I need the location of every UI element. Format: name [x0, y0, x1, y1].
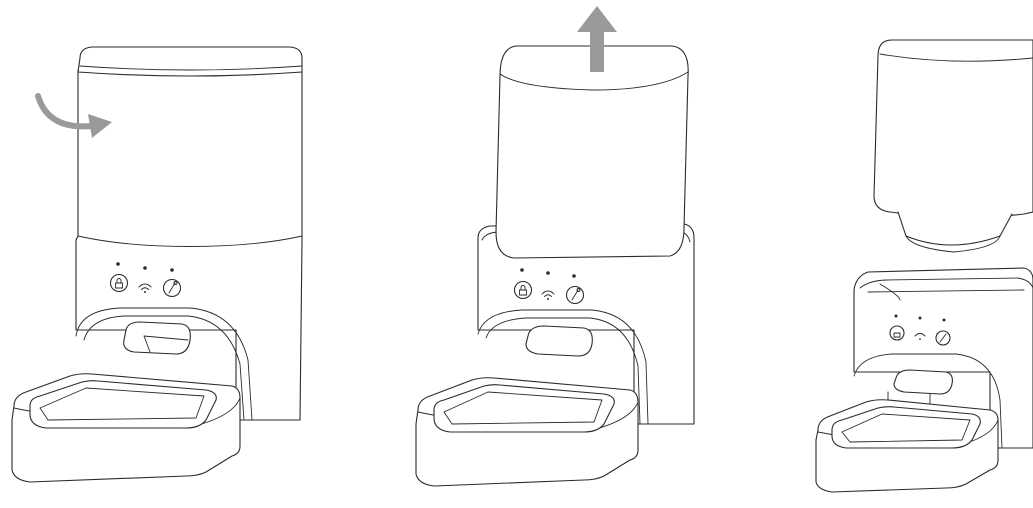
lock-icon[interactable]: [109, 273, 129, 293]
lid-edge: [79, 65, 303, 71]
open-base-rim: [859, 277, 1033, 289]
lid: [77, 46, 303, 77]
rotate-arrow-icon: [35, 93, 112, 138]
bowl-recess: [75, 307, 253, 421]
hopper: [495, 45, 689, 259]
feed-led: [170, 268, 174, 272]
open-base-body: [853, 267, 1033, 449]
food-outlet-2: [525, 325, 593, 357]
food-outlet-3: [893, 369, 953, 395]
wifi-led-3: [918, 316, 922, 320]
bowl-recess-3: [853, 353, 1003, 449]
control-panel-2: [513, 268, 585, 305]
lock-icon-2[interactable]: [513, 280, 533, 300]
wifi-icon-2: [541, 290, 555, 300]
step-2-feeder: [415, 6, 695, 487]
wifi-led-2: [546, 271, 550, 275]
hopper-top-edge: [499, 71, 689, 91]
bowl-inner-3: [841, 413, 971, 443]
manual-feed-icon-3[interactable]: [935, 330, 951, 346]
outlet-flap: [143, 335, 189, 353]
food-outlet: [123, 321, 191, 355]
wifi-led: [143, 266, 147, 270]
up-arrow-icon: [577, 6, 617, 72]
bowl-recess-inner: [83, 315, 245, 421]
status-led: [116, 262, 120, 266]
feeder-body: [75, 69, 303, 421]
removed-hopper: [873, 39, 1033, 219]
bowl-recess-inner-2: [485, 317, 641, 425]
control-panel: [109, 262, 182, 298]
wifi-icon-3: [914, 333, 926, 340]
base-body: [477, 223, 695, 425]
wifi-icon: [138, 283, 152, 293]
hopper-neck: [897, 211, 1013, 246]
status-led-2: [520, 268, 524, 272]
hopper-seam: [77, 235, 303, 247]
feed-led-3: [942, 318, 946, 322]
hopper-neck-ring: [905, 235, 1001, 253]
bowl-recess-2: [477, 309, 649, 425]
lock-icon-3[interactable]: [889, 325, 905, 341]
bowl-3: [831, 406, 981, 449]
manual-feed-icon-2[interactable]: [565, 285, 585, 305]
step-3-feeder: [815, 39, 1033, 493]
status-led-3: [894, 314, 898, 318]
step-1-feeder: [11, 46, 303, 483]
bowl-inner-2: [443, 391, 603, 425]
removed-hopper-top-edge: [879, 53, 1033, 62]
control-panel-3: [889, 314, 951, 346]
feed-led-2: [572, 274, 576, 278]
open-base-inner: [867, 283, 1025, 301]
manual-feed-icon[interactable]: [162, 278, 182, 298]
bowl-inner: [39, 387, 205, 421]
